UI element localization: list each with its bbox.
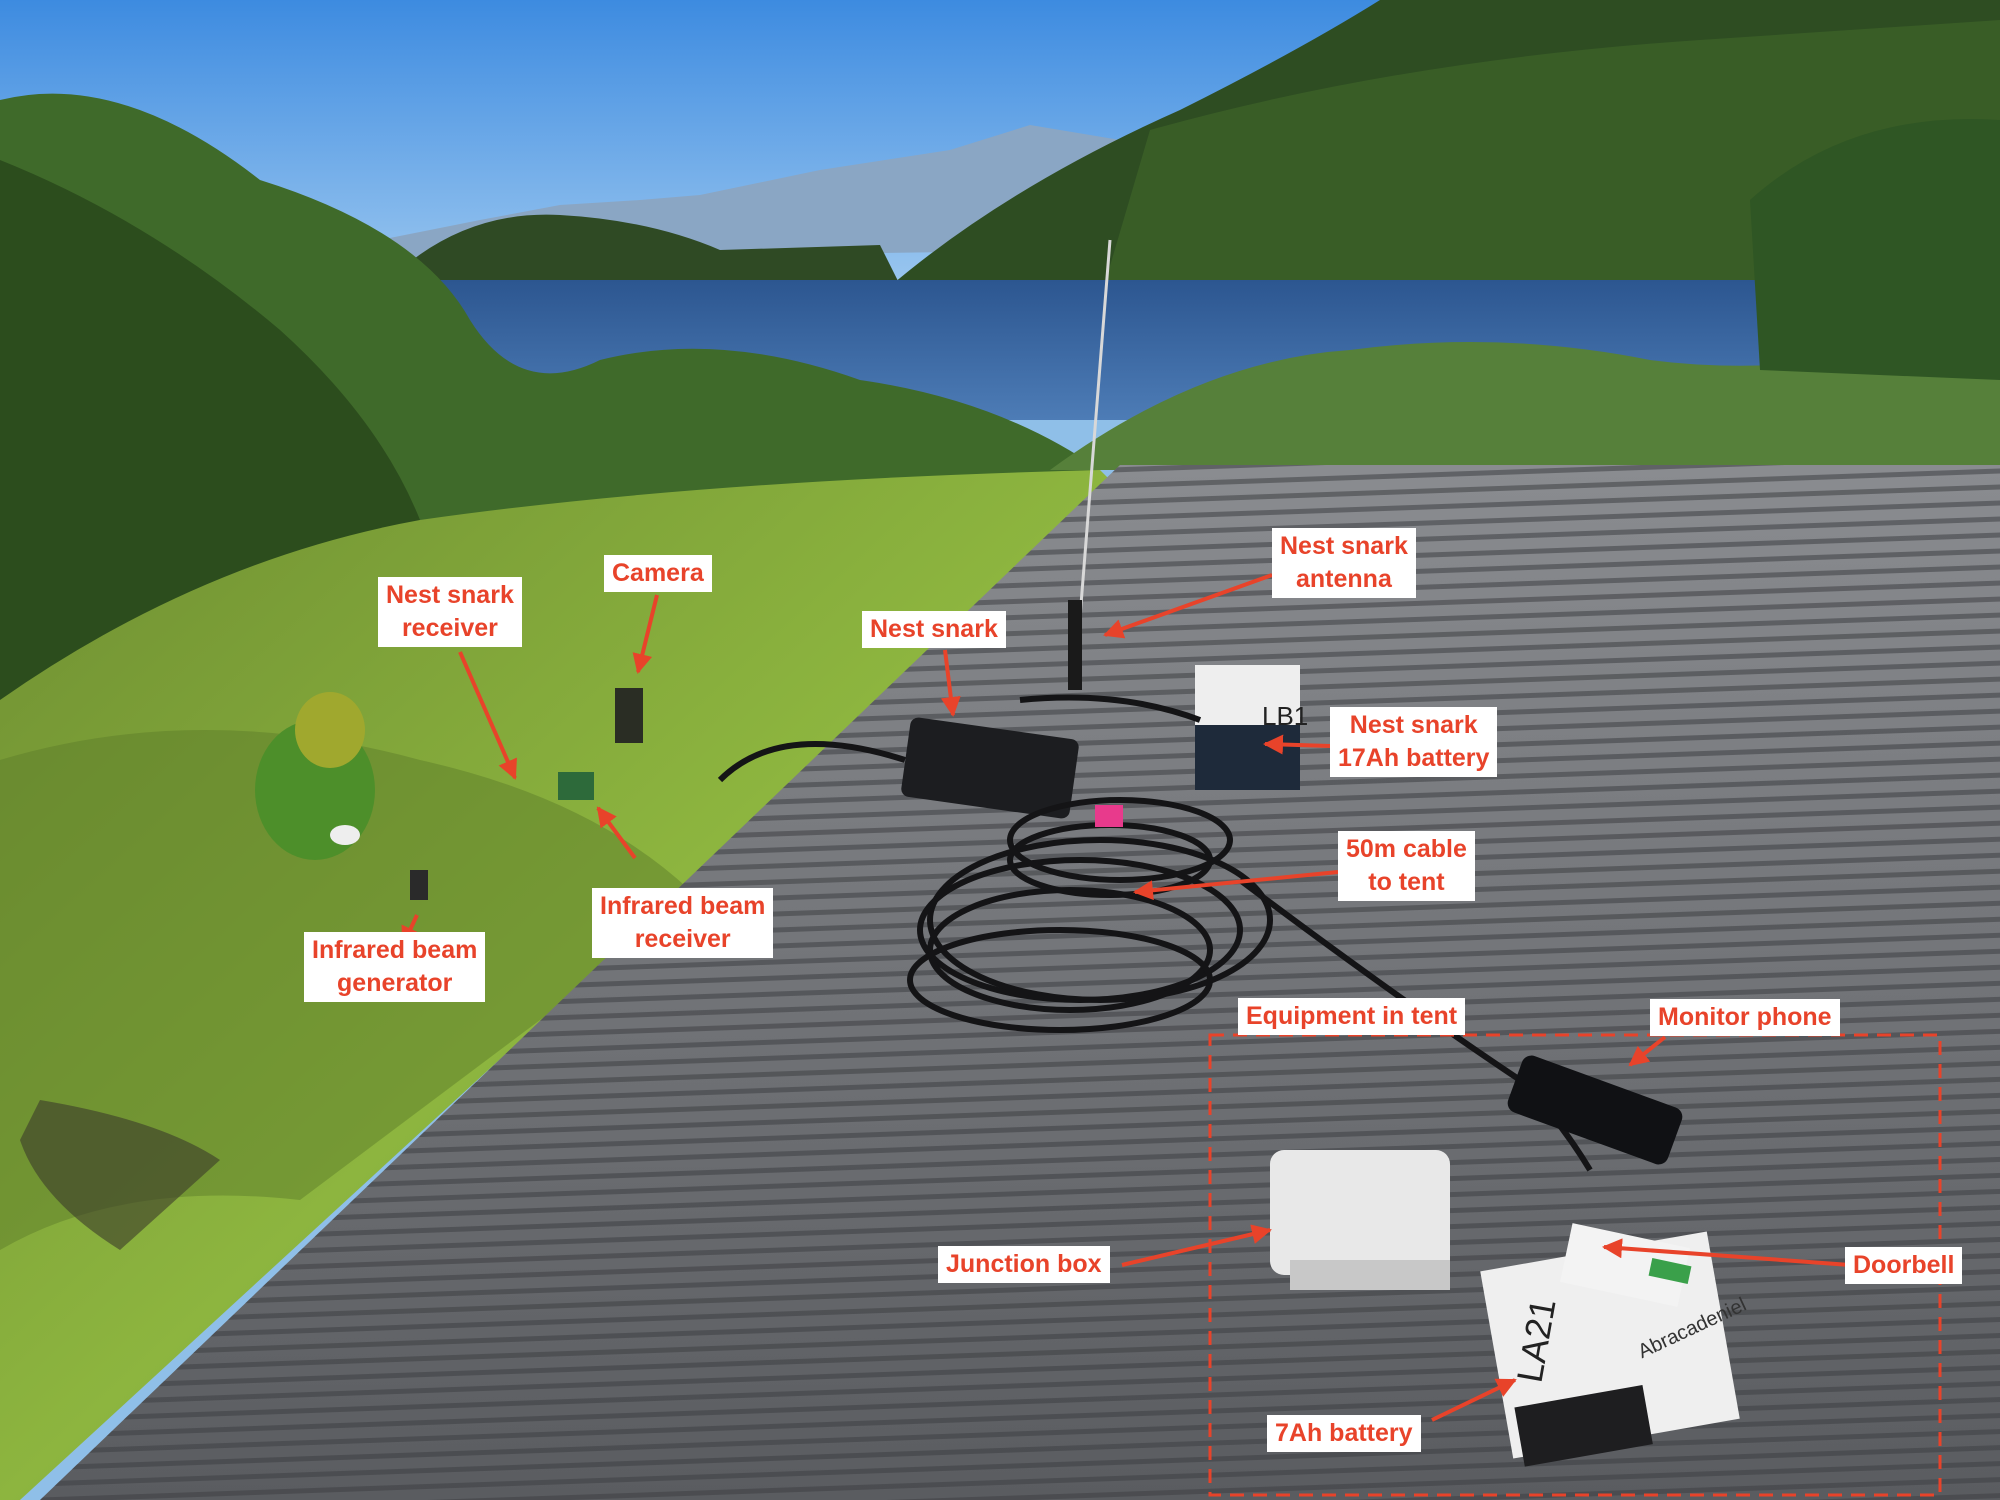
- label-line-2: receiver: [634, 925, 731, 953]
- label-nest-snark-receiver: Nest snark receiver: [378, 577, 522, 647]
- flax-bush-right: [1050, 330, 2000, 470]
- label-line-1: Nest snark: [1349, 711, 1478, 739]
- equipment-in-tent-region: [1208, 1033, 1942, 1497]
- label-monitor-phone: Monitor phone: [1650, 999, 1840, 1036]
- kakapo-decoy: [255, 692, 375, 860]
- label-doorbell: Doorbell: [1845, 1247, 1963, 1284]
- receiver-device: [558, 772, 594, 800]
- label-line-1: Infrared beam: [312, 936, 478, 964]
- label-junction-box-text: Junction box: [946, 1250, 1102, 1278]
- label-nest-snark-17ah-battery: Nest snark 17Ah battery: [1330, 707, 1498, 777]
- label-line-2: generator: [337, 969, 453, 997]
- label-7ah-battery: 7Ah battery: [1267, 1415, 1421, 1452]
- label-doorbell-text: Doorbell: [1853, 1251, 1955, 1279]
- label-camera-text: Camera: [612, 559, 704, 587]
- label-infrared-beam-receiver: Infrared beam receiver: [592, 888, 774, 958]
- label-junction-box: Junction box: [938, 1246, 1110, 1283]
- label-camera: Camera: [604, 555, 712, 592]
- monitor-phone-device: [1507, 1055, 1683, 1165]
- label-equipment-in-tent: Equipment in tent: [1238, 998, 1466, 1035]
- label-line-2: receiver: [401, 614, 498, 642]
- doorbell-device: [1560, 1223, 1690, 1307]
- camera-device: [615, 688, 643, 743]
- label-nest-snark: Nest snark: [862, 611, 1006, 648]
- label-line-1: Nest snark: [386, 581, 514, 609]
- label-line-2: 17Ah battery: [1338, 744, 1490, 772]
- label-infrared-beam-generator: Infrared beam generator: [304, 932, 486, 1002]
- label-line-1: 50m cable: [1346, 835, 1467, 863]
- label-line-1: Nest snark: [1280, 532, 1408, 560]
- battery-marking-lb1: LB1: [1262, 701, 1308, 731]
- label-monitor-phone-text: Monitor phone: [1658, 1003, 1832, 1031]
- label-nest-snark-antenna: Nest snark antenna: [1272, 528, 1416, 598]
- annotation-arrows: [401, 573, 1851, 1422]
- snark-battery-box: LB1: [1195, 665, 1308, 790]
- label-line-2: antenna: [1296, 565, 1392, 593]
- ir-generator-device: [410, 870, 428, 900]
- label-line-1: Infrared beam: [600, 892, 766, 920]
- island: [400, 214, 900, 290]
- junction-box-device: [1270, 1150, 1450, 1275]
- nest-snark-device: [901, 717, 1079, 819]
- label-equipment-in-tent-text: Equipment in tent: [1246, 1002, 1458, 1030]
- label-7ah-battery-text: 7Ah battery: [1275, 1419, 1413, 1447]
- label-line-2: to tent: [1368, 868, 1445, 896]
- label-nest-snark-text: Nest snark: [870, 615, 998, 643]
- label-50m-cable: 50m cable to tent: [1338, 831, 1475, 901]
